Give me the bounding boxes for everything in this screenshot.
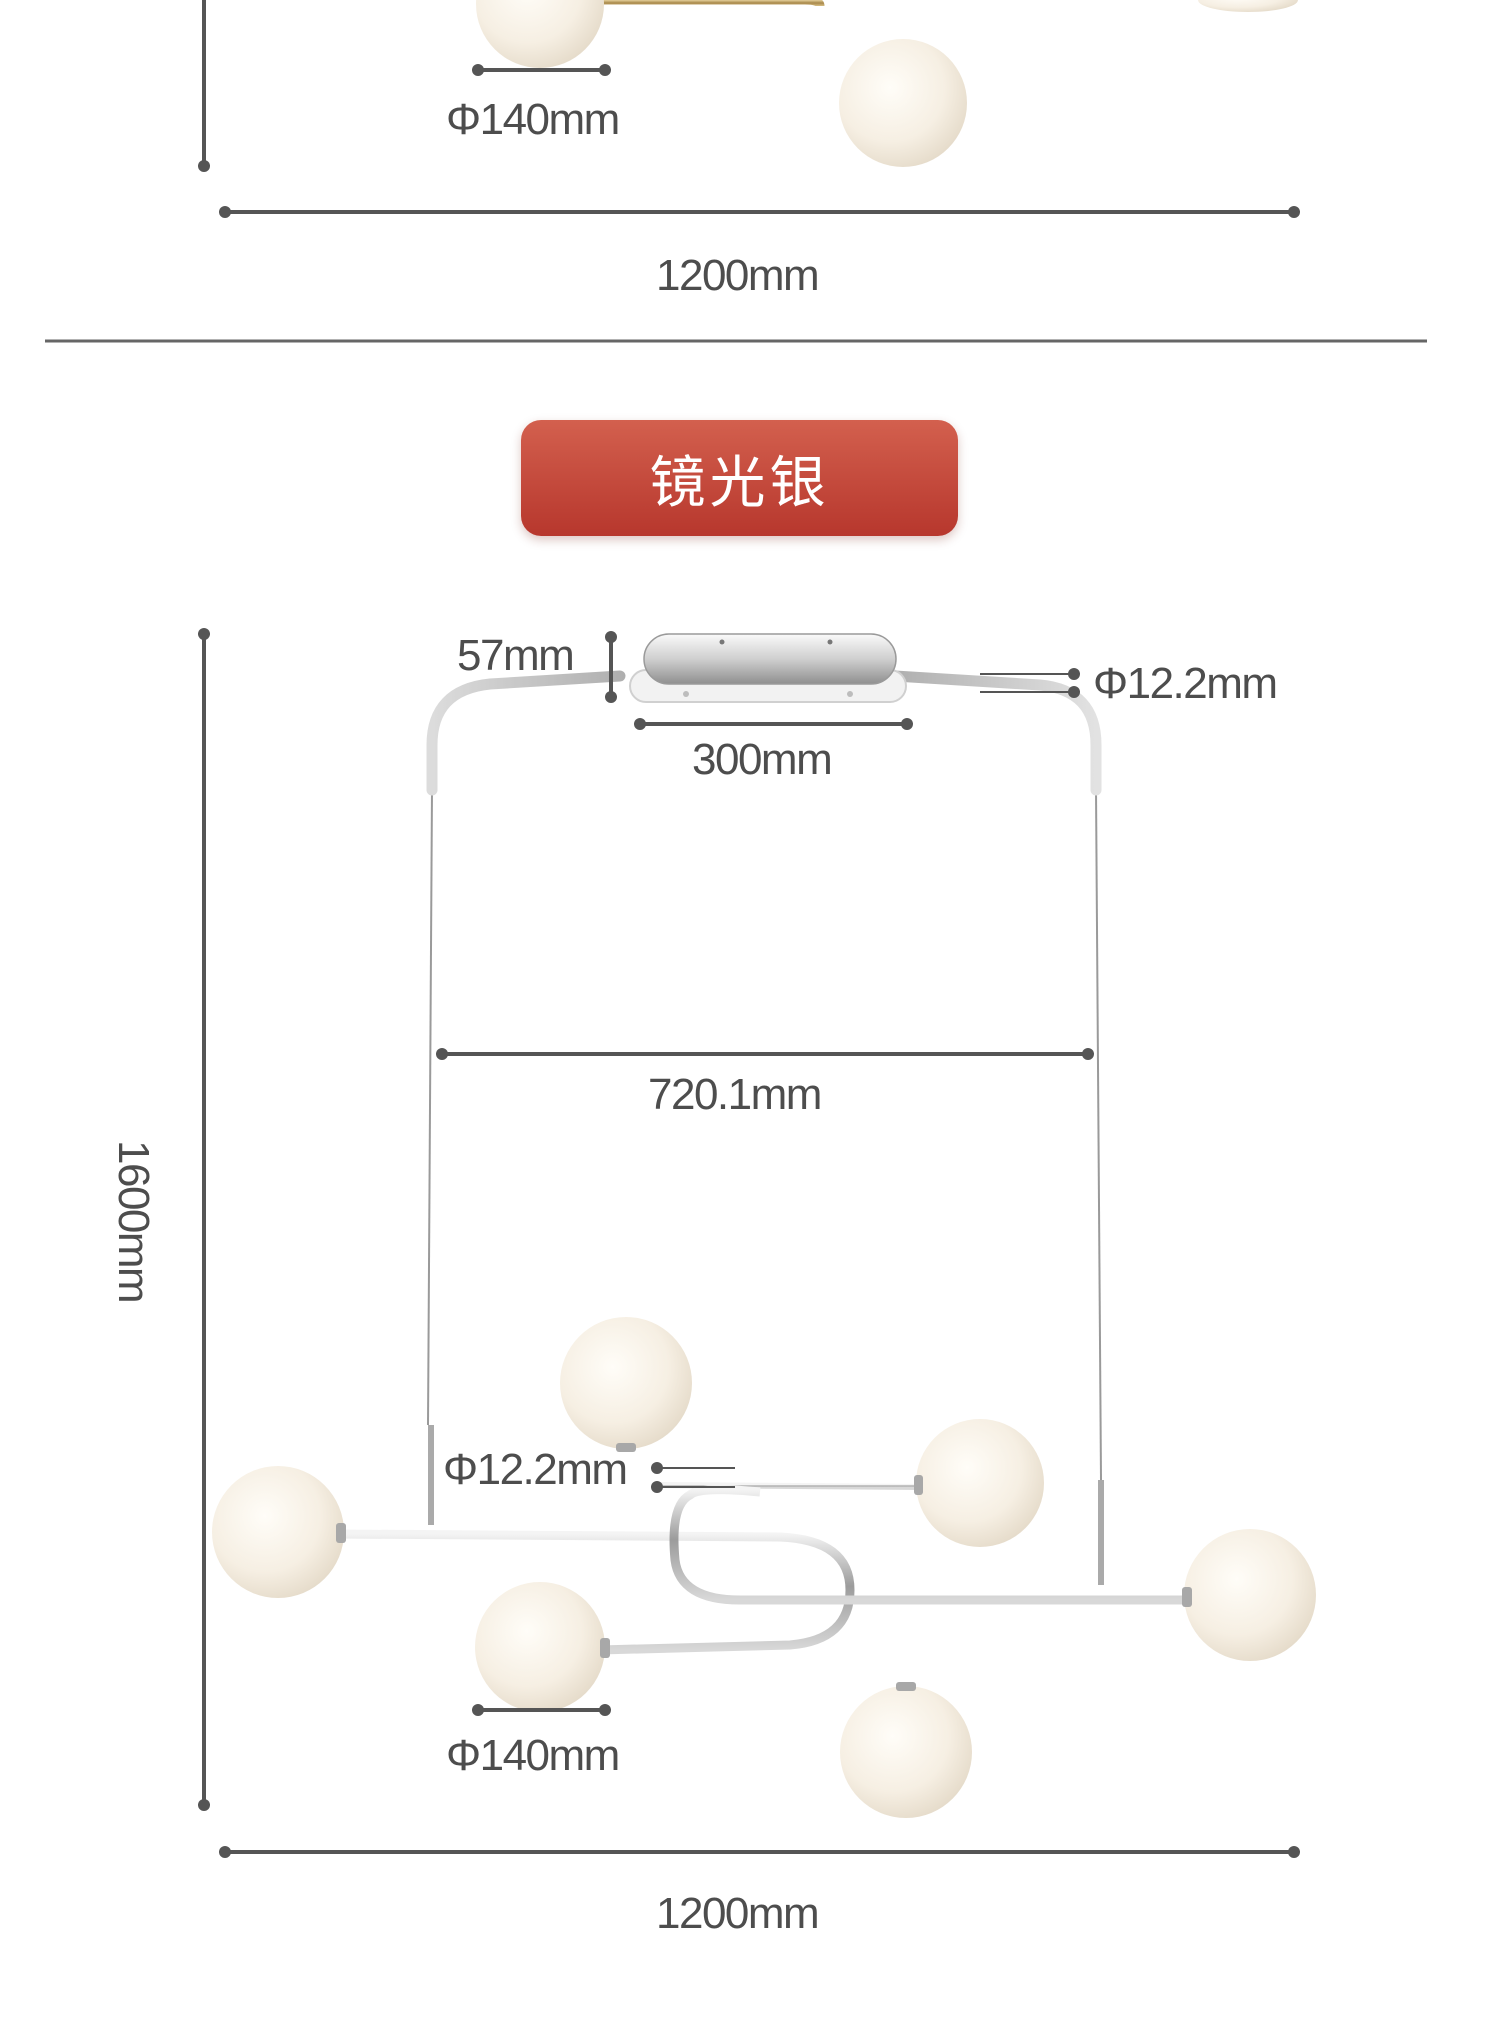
globe-diameter-label: Φ140mm xyxy=(446,1731,620,1780)
globe-light xyxy=(1198,0,1298,12)
canopy-length-label: 300mm xyxy=(692,735,833,784)
top-overall-width-label: 1200mm xyxy=(656,251,820,300)
finish-badge: 镜光银 xyxy=(521,420,958,536)
rod-diameter-top-label: Φ12.2mm xyxy=(1093,659,1278,708)
overall-width-label: 1200mm xyxy=(656,1889,820,1938)
suspension-wires xyxy=(427,789,1102,1481)
globe-light xyxy=(475,1582,605,1712)
ceiling-canopy xyxy=(629,633,907,703)
globe-light xyxy=(840,1686,972,1818)
globe-light xyxy=(916,1419,1044,1547)
canopy-height-label: 57mm xyxy=(457,631,575,680)
suspension-span-label: 720.1mm xyxy=(648,1070,822,1119)
top-globe-diameter-label: Φ140mm xyxy=(446,95,620,144)
rod-diameter-arm-label: Φ12.2mm xyxy=(443,1445,628,1494)
dimension-lines xyxy=(198,628,1300,1858)
globe-light xyxy=(476,0,604,68)
finish-badge-label: 镜光银 xyxy=(649,450,830,514)
globe-lights xyxy=(212,1317,1316,1818)
globe-light xyxy=(560,1317,692,1449)
top-dimension-lines xyxy=(198,0,1300,218)
main-rod-left xyxy=(334,1529,855,1655)
globe-light xyxy=(1184,1529,1316,1661)
globe-light xyxy=(212,1466,344,1598)
overall-height-label: 1600mm xyxy=(109,1140,158,1303)
s-curve-rod xyxy=(669,1485,1195,1605)
top-curved-rod xyxy=(426,670,1102,796)
globe-light xyxy=(839,39,967,167)
top-section-drawing xyxy=(476,0,1298,167)
